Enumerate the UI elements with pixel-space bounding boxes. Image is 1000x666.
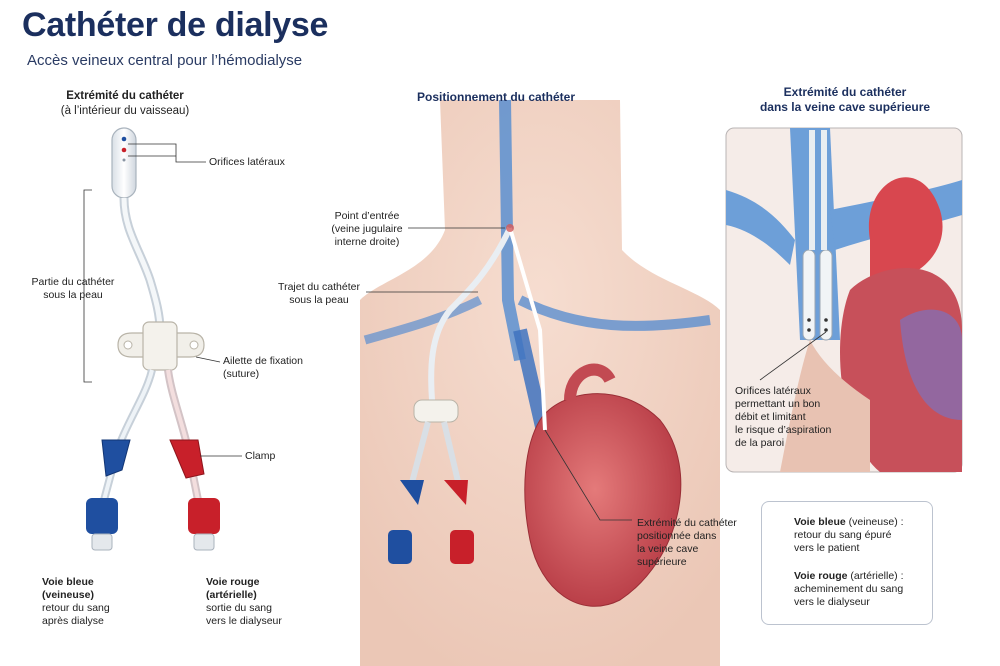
red-connector bbox=[188, 498, 220, 534]
under-skin-line1: Partie du cathéter bbox=[31, 276, 115, 288]
entry-point bbox=[506, 224, 514, 232]
under-skin-line2: sous la peau bbox=[43, 289, 103, 301]
path-line1: Trajet du cathéter bbox=[278, 281, 360, 293]
inset-drawing bbox=[725, 127, 963, 473]
tip-title: Extrémité du cathéter (à l’intérieur du … bbox=[45, 89, 205, 119]
entry-line1: Point d’entrée bbox=[334, 210, 400, 222]
inset-holes-line4: le risque d’aspiration bbox=[735, 424, 832, 436]
blue-connector bbox=[86, 498, 118, 534]
label-entry-point: Point d’entrée (veine jugulaire interne … bbox=[326, 210, 408, 249]
blue-line-text2: après dialyse bbox=[42, 615, 104, 627]
legend-blue-bold: Voie bleue bbox=[794, 516, 846, 528]
red-line-text1: sortie du sang bbox=[206, 602, 272, 614]
tip-pos-line2: positionnée dans bbox=[637, 530, 717, 542]
blue-line-bold1: Voie bleue bbox=[42, 576, 94, 588]
inset-holes-line3: débit et limitant bbox=[735, 411, 806, 423]
wing-line1: Ailette de fixation bbox=[223, 355, 303, 367]
middle-title: Positionnement du cathéter bbox=[416, 90, 576, 104]
legend-item-red: Voie rouge (artérielle) : acheminement d… bbox=[776, 570, 926, 609]
tip-pos-line1: Extrémité du cathéter bbox=[637, 517, 737, 529]
legend-blue-rest: (veineuse) : bbox=[845, 516, 904, 528]
inset-holes-line1: Orifices latéraux bbox=[735, 385, 811, 397]
tip-title-line2: (à l’intérieur du vaisseau) bbox=[60, 105, 190, 117]
blue-clamp bbox=[101, 439, 131, 477]
red-line-bold2: (artérielle) bbox=[206, 589, 257, 601]
wing-line2: (suture) bbox=[223, 368, 260, 380]
path-line2: sous la peau bbox=[289, 294, 349, 306]
inset-holes-line5: de la paroi bbox=[735, 437, 785, 449]
legend-red-line3: vers le dialyseur bbox=[794, 596, 870, 608]
label-clamp: Clamp bbox=[245, 450, 276, 462]
legend-item-blue: Voie bleue (veineuse) : retour du sang é… bbox=[776, 516, 926, 555]
label-red-line: Voie rouge (artérielle) sortie du sang v… bbox=[206, 576, 282, 628]
label-catheter-tip-position: Extrémité du cathéter positionnée dans l… bbox=[637, 517, 737, 569]
label-under-skin: Partie du cathéter sous la peau bbox=[28, 276, 118, 302]
legend-blue-line3: vers le patient bbox=[794, 542, 860, 554]
catheter-path bbox=[428, 226, 513, 401]
inset-title-line2: dans la veine cave supérieure bbox=[759, 100, 931, 114]
legend-red-bold: Voie rouge bbox=[794, 570, 848, 582]
page-title: Cathéter de dialyse bbox=[22, 6, 329, 44]
tip-pos-line3: la veine cave bbox=[637, 543, 699, 555]
heart bbox=[524, 393, 682, 607]
red-line-text2: vers le dialyseur bbox=[206, 615, 282, 627]
legend-red-line2: acheminement du sang bbox=[794, 583, 904, 595]
entry-line3: interne droite) bbox=[334, 236, 400, 248]
inset-title-line1: Extrémité du cathéter bbox=[783, 85, 907, 99]
tip-title-line1: Extrémité du cathéter bbox=[66, 90, 184, 102]
side-hole-blue bbox=[121, 136, 127, 142]
page-subtitle: Accès veineux central pour l’hémodialyse bbox=[27, 52, 303, 69]
body-drawing bbox=[360, 99, 720, 666]
entry-line2: (veine jugulaire bbox=[331, 223, 403, 235]
inset-holes-line2: permettant un bon bbox=[735, 398, 821, 410]
tip-pos-line4: supérieure bbox=[637, 556, 687, 568]
red-line-bold1: Voie rouge bbox=[206, 576, 260, 588]
catheter-drawing bbox=[83, 127, 242, 551]
aorta-inset bbox=[868, 177, 943, 282]
red-clamp bbox=[169, 439, 205, 479]
inset-title: Extrémité du cathéter dans la veine cave… bbox=[735, 85, 955, 115]
side-hole-red bbox=[121, 147, 127, 153]
legend-red-rest: (artérielle) : bbox=[847, 570, 904, 582]
label-inset-holes: Orifices latéraux permettant un bon débi… bbox=[735, 385, 831, 450]
label-catheter-path: Trajet du cathéter sous la peau bbox=[272, 281, 366, 307]
blue-line-text1: retour du sang bbox=[42, 602, 110, 614]
label-wing: Ailette de fixation (suture) bbox=[223, 355, 303, 381]
label-blue-line: Voie bleue (veineuse) retour du sang apr… bbox=[42, 576, 110, 628]
legend: Voie bleue (veineuse) : retour du sang é… bbox=[761, 501, 933, 625]
label-side-holes: Orifices latéraux bbox=[209, 156, 285, 168]
blue-line-bold2: (veineuse) bbox=[42, 589, 94, 601]
legend-blue-line2: retour du sang épuré bbox=[794, 529, 892, 541]
